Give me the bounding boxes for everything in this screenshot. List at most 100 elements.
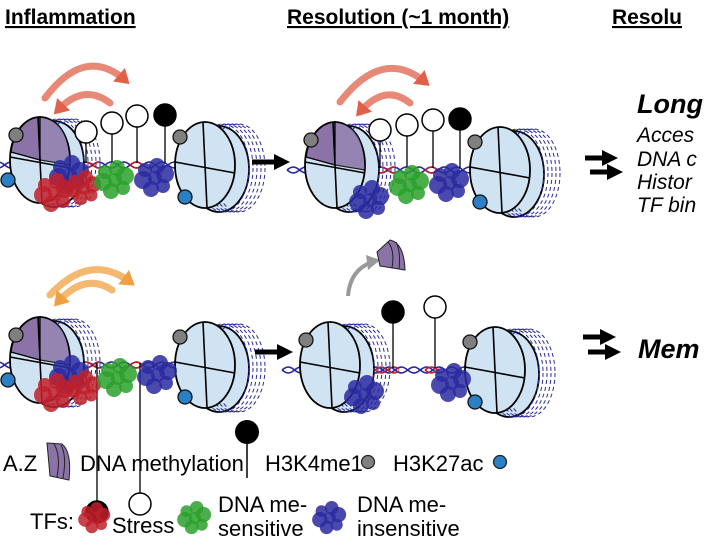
- dna-coil: [503, 128, 557, 218]
- h3k4me1-mark: [303, 132, 319, 148]
- outcome-line: DNA c: [637, 148, 697, 171]
- me-insensitive-tf: [137, 355, 177, 394]
- h3k27ac-mark: [0, 372, 16, 388]
- legend-me-sensitive-line2: sensitive: [218, 516, 304, 541]
- unmethylated-cpg: [100, 111, 124, 135]
- dna-strand: [374, 366, 400, 374]
- red-cycle-arrow-head: [113, 68, 130, 84]
- stress-tf: [65, 170, 102, 206]
- h3k4me1-mark: [172, 329, 188, 345]
- dna-coil: [330, 123, 384, 213]
- dna-coil: [35, 118, 89, 208]
- legend-me-insensitive-line1: DNA me-: [357, 492, 446, 517]
- dna-coil: [204, 123, 258, 213]
- dna-coil: [47, 318, 101, 408]
- red-cycle-arrow: [41, 62, 129, 102]
- h3k27ac-mark: [177, 189, 193, 205]
- outcome-top-title: Long: [637, 89, 703, 119]
- me-insensitive-tf-icon: [312, 501, 347, 535]
- dna-coil: [502, 328, 556, 418]
- nucleosome: [464, 326, 556, 418]
- dna-coil: [200, 323, 254, 413]
- me-sensitive-tf-icon: [177, 501, 212, 535]
- orange-cycle-arrow-head: [118, 270, 135, 286]
- dna-coil: [507, 128, 561, 218]
- dna-coil: [208, 323, 262, 413]
- dna-coil: [494, 328, 548, 418]
- legend-me-sensitive-line1: DNA me-: [218, 492, 307, 517]
- dna-coil: [39, 118, 93, 208]
- red-cycle-arrow-head: [413, 70, 430, 86]
- dna-strand: [424, 366, 440, 372]
- dna-coil: [47, 118, 101, 208]
- legend-az-label: A.Z: [3, 451, 37, 476]
- red-cycle-arrow: [336, 64, 429, 106]
- h3k27ac-mark: [177, 389, 193, 405]
- header-resolution: Resolution (~1 month): [287, 6, 509, 29]
- dna-coil: [43, 318, 97, 408]
- dna-coil: [35, 318, 89, 408]
- dna-coil: [491, 128, 545, 218]
- h3k4me1-mark: [462, 334, 478, 350]
- dna-coil: [495, 128, 549, 218]
- h3k4me1-mark: [298, 332, 314, 348]
- dna-coil: [334, 123, 388, 213]
- legend-me-insensitive-line2: insensitive: [357, 516, 460, 541]
- unmethylated-cpg: [395, 113, 419, 137]
- legend-tfs-label: TFs:: [30, 509, 74, 534]
- red-cycle-arrow-head: [356, 100, 372, 117]
- methylated-cpg: [381, 300, 405, 324]
- legend-h3k27ac-label: H3K27ac: [393, 451, 484, 476]
- dna-coil: [39, 318, 93, 408]
- h3k4me1-mark: [8, 327, 24, 343]
- dna-coil: [498, 328, 552, 418]
- dna-coil: [338, 123, 392, 213]
- dna-coil: [43, 118, 97, 208]
- nucleosome: [174, 321, 266, 413]
- dna-coil: [208, 123, 262, 213]
- dna-coil: [212, 323, 266, 413]
- unmethylated-cpg: [423, 295, 447, 319]
- h3k27ac-mark: [0, 172, 16, 188]
- dna-coil: [333, 323, 387, 413]
- orange-cycle-arrow: [46, 266, 134, 299]
- stress-tf: [34, 373, 74, 412]
- outcome-line: Acces: [635, 124, 695, 147]
- h3k4me1-icon: [360, 454, 376, 470]
- dna-coil: [196, 323, 250, 413]
- me-insensitive-tf: [344, 375, 384, 414]
- panels: [0, 62, 624, 524]
- outcome-line: TF bin: [637, 194, 696, 217]
- orange-cycle-arrow-head: [53, 290, 70, 307]
- dna-coil: [204, 323, 258, 413]
- unmethylated-cpg: [368, 118, 392, 142]
- nucleosome: [174, 121, 266, 213]
- dna-coil: [337, 323, 391, 413]
- header-inflammation: Inflammation: [5, 6, 136, 29]
- legend-h3k4me1-label: H3K4me1: [265, 451, 363, 476]
- gray-eviction-arrow-head: [366, 255, 380, 270]
- unmethylated-cpg: [421, 108, 445, 132]
- h2az-variant: [334, 121, 366, 171]
- me-insensitive-tf: [429, 163, 469, 202]
- evicted-h2az: [376, 239, 406, 271]
- stress-tf-icon: [78, 502, 111, 534]
- dna-coil: [196, 123, 250, 213]
- legend-dna-methylation-label: DNA methylation: [80, 451, 244, 476]
- h3k27ac-mark: [472, 194, 488, 210]
- unmethylated-cpg: [125, 104, 149, 128]
- methylated-cpg: [153, 103, 177, 127]
- header-resolution-cut: Resolu: [612, 6, 682, 29]
- az-icon: [46, 442, 71, 481]
- h3k4me1-mark: [8, 127, 24, 143]
- red-cycle-arrow-head: [53, 98, 70, 115]
- nucleosome: [469, 126, 561, 218]
- me-insensitive-tf: [349, 180, 389, 219]
- h3k27ac-mark: [467, 394, 483, 410]
- h3k27ac-icon: [492, 454, 508, 470]
- dna-coil: [321, 323, 375, 413]
- dna-coil: [490, 328, 544, 418]
- dna-coil: [326, 123, 380, 213]
- legend-stress-label: Stress: [112, 513, 174, 538]
